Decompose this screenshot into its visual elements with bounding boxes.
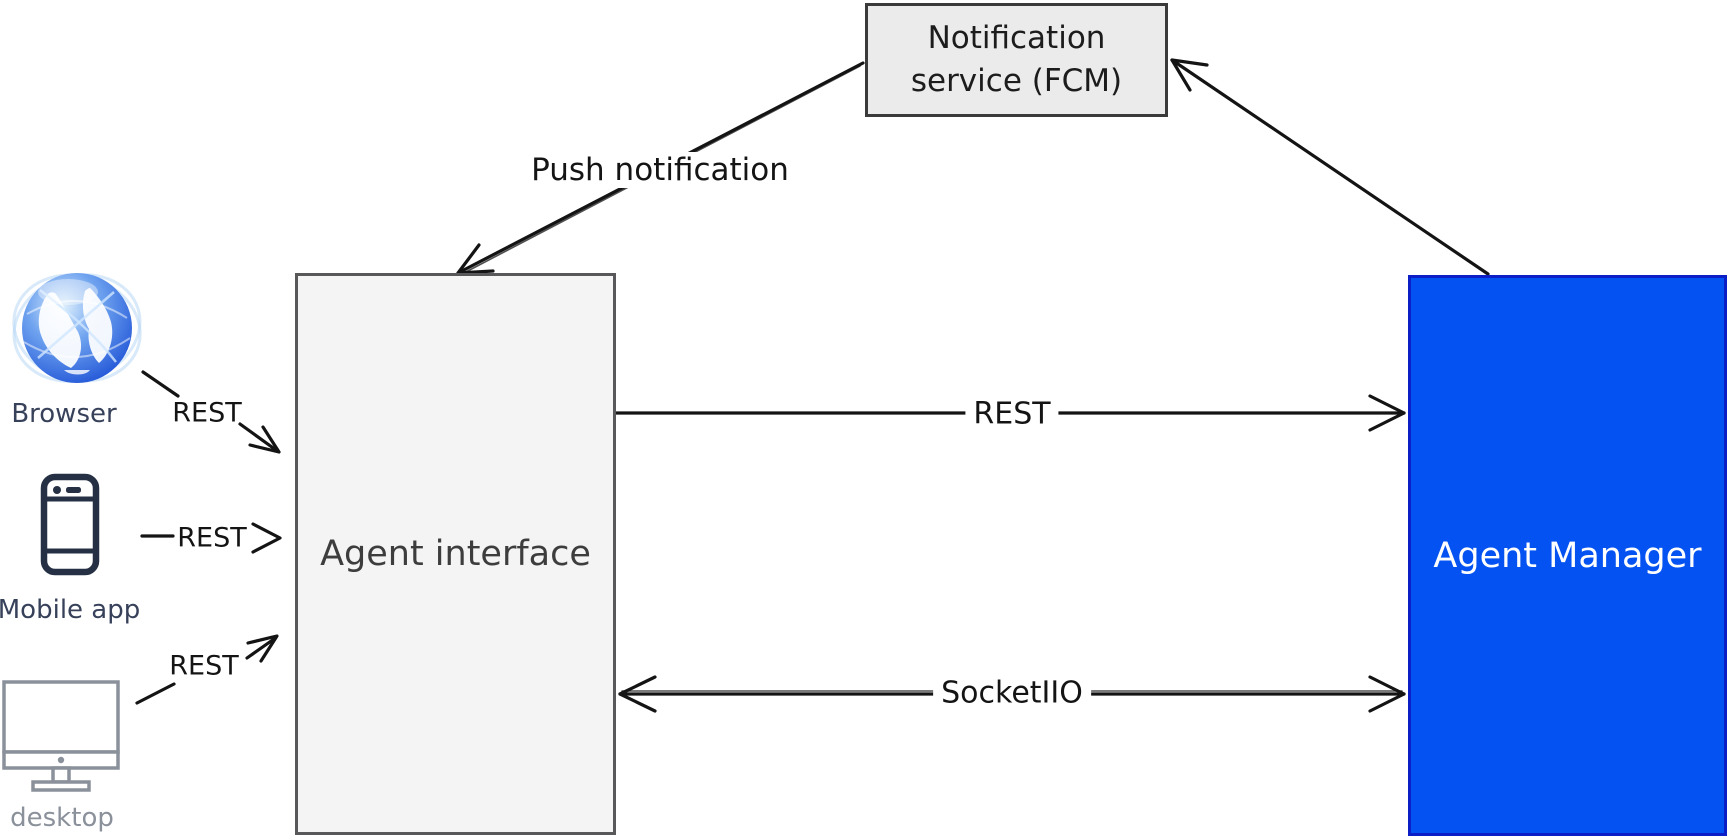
agent-interface-label: Agent interface (320, 534, 591, 574)
smartphone-icon (40, 473, 100, 576)
notification-service-label-line1: Notification (927, 19, 1106, 56)
rest-main-edge-label: REST (965, 396, 1059, 432)
rest-desktop-edge-label: REST (169, 650, 239, 682)
node-agent-manager: Agent Manager (1408, 275, 1727, 836)
notification-service-label-line2: service (FCM) (910, 63, 1123, 99)
rest-browser-edge-label: REST (172, 397, 242, 429)
node-agent-interface: Agent interface (295, 273, 616, 835)
agent-manager-label: Agent Manager (1433, 535, 1702, 576)
globe-icon (12, 273, 142, 383)
rest-mobile-arrow (140, 522, 282, 554)
rest-browser-arrow (141, 370, 281, 454)
rest-mobile-edge-label: REST (177, 522, 247, 554)
socket-edge-label: SocketIIO (933, 675, 1091, 711)
desktop-label: desktop (10, 803, 114, 833)
monitor-icon (2, 680, 120, 792)
rest-desktop-arrow (135, 634, 279, 705)
browser-label: Browser (11, 399, 117, 429)
node-notification-service: Notification service (FCM) (865, 3, 1168, 117)
mobile-app-label: Mobile app (0, 595, 141, 625)
push-notification-edge-label: Push notification (523, 152, 797, 188)
manager-to-fcm-arrow (1170, 58, 1490, 276)
